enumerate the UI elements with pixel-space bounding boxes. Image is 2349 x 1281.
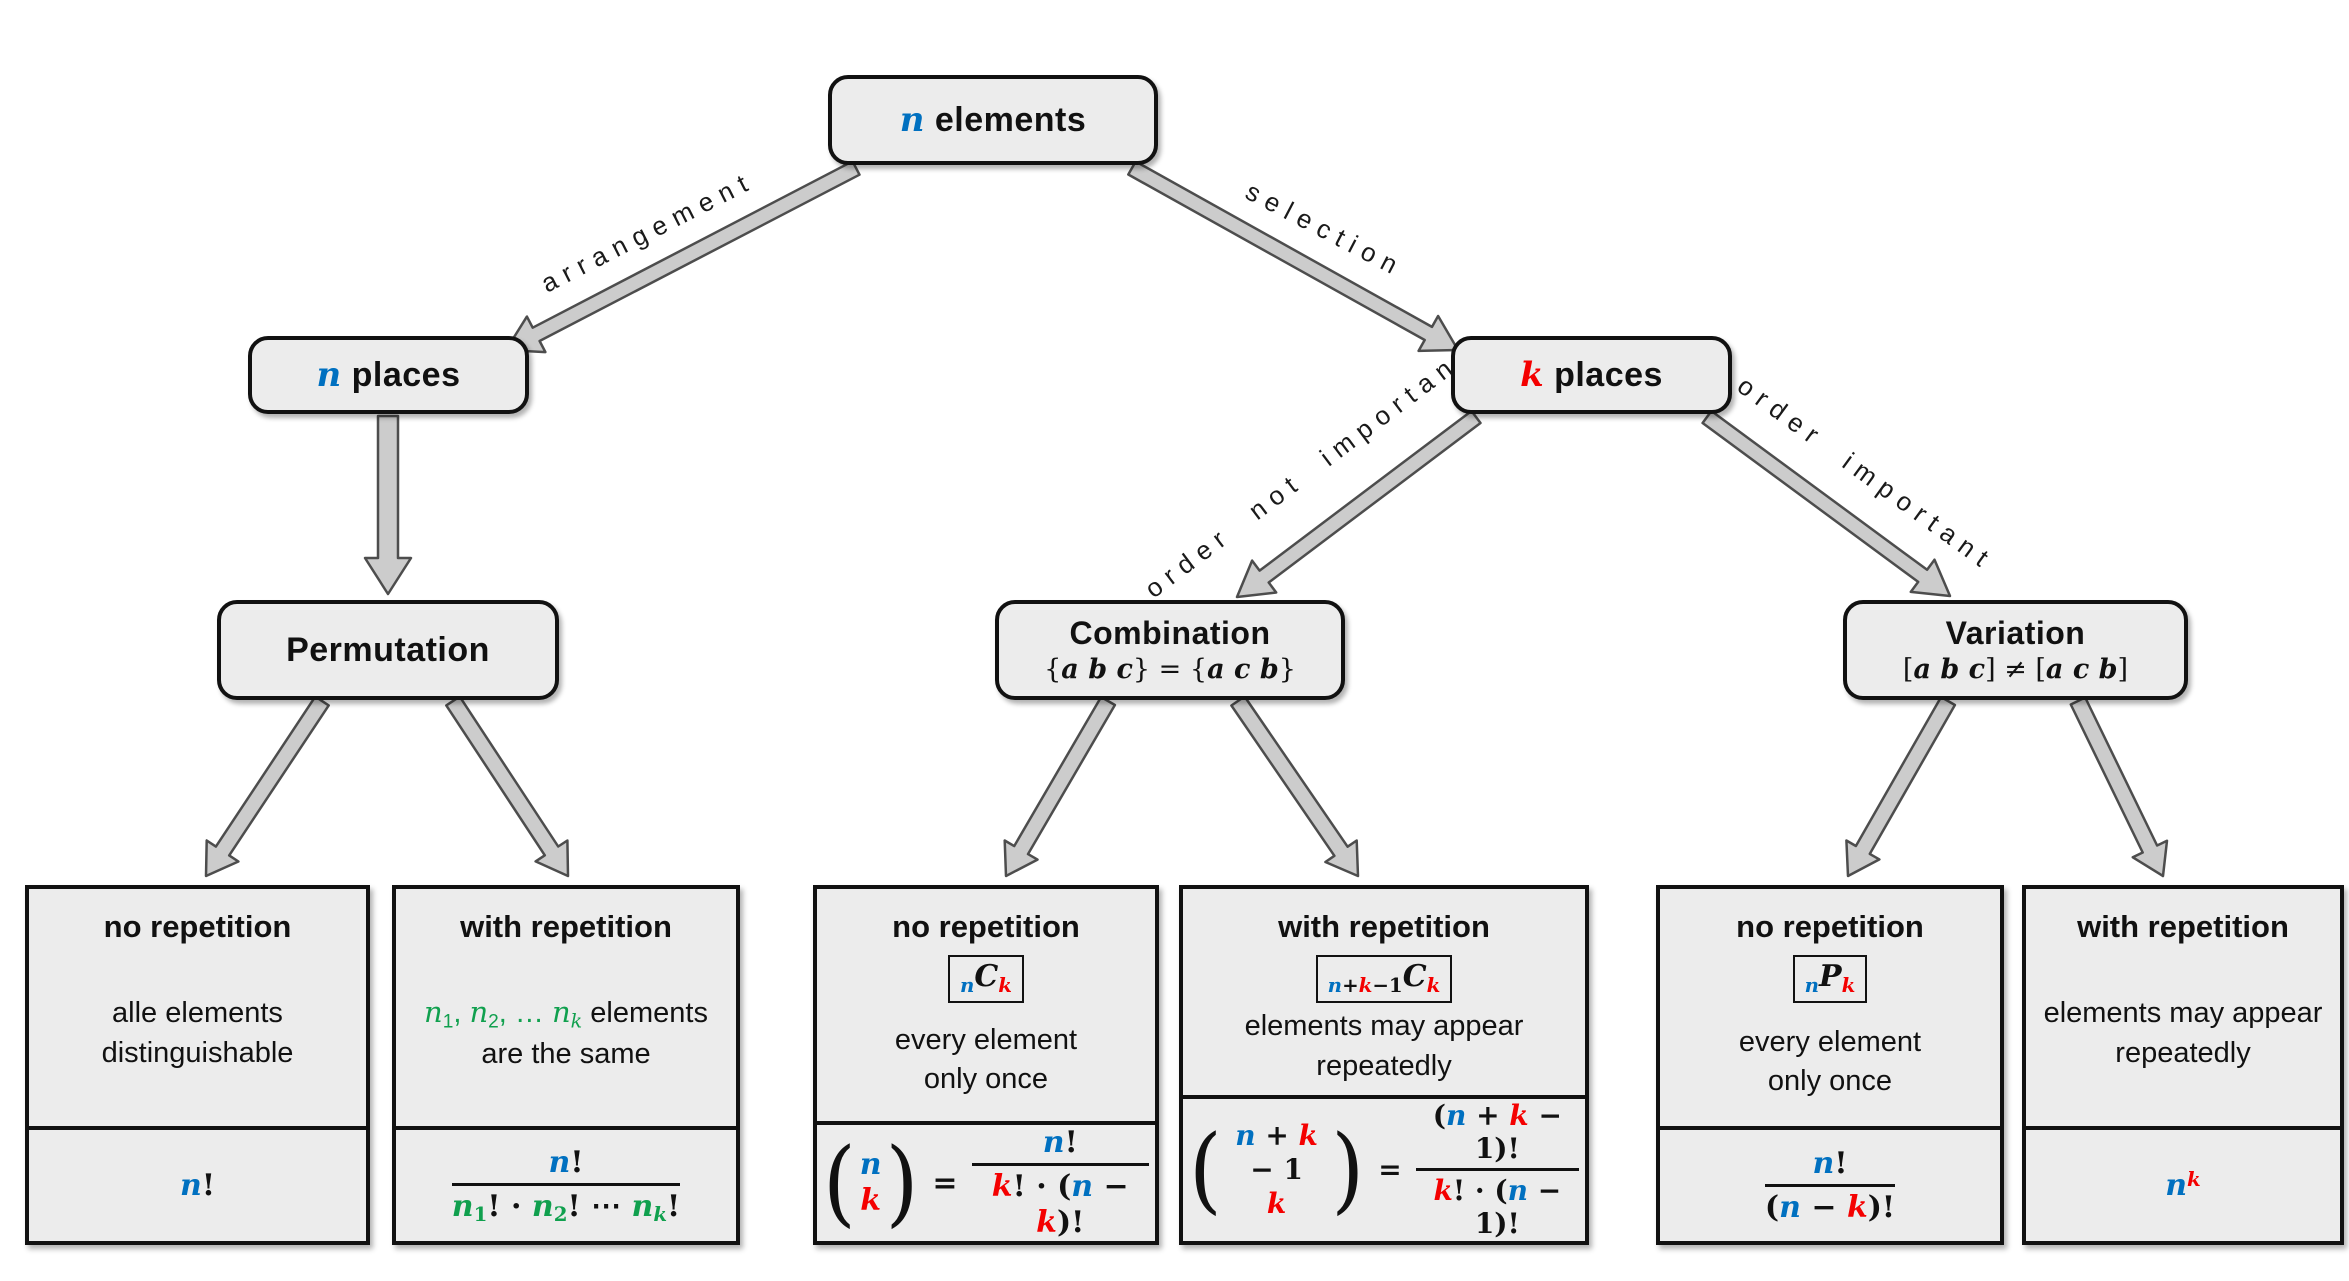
arrow-connector (1845, 695, 1957, 878)
node-permutation-title: Permutation (286, 630, 490, 669)
arrow-connector (1127, 160, 1460, 353)
arrow-connector (1701, 409, 1952, 598)
leaf-combination-with-repetition: with repetition n+k−1Ck elements may app… (1179, 885, 1589, 1245)
node-k-places: k places (1451, 336, 1732, 414)
node-variation-title: Variation (1945, 615, 2086, 651)
leaf-title: no repetition (892, 909, 1080, 944)
leaf-permutation-with-repetition: with repetition n1, n2, … nk elements ar… (392, 885, 740, 1245)
badge-n+k-1Ck: n+k−1Ck (1315, 955, 1453, 1003)
right-paren: ) (885, 1127, 919, 1238)
arrow-connector (363, 414, 413, 596)
leaf-description: elements may appear repeatedly (2043, 997, 2323, 1069)
left-paren: ( (1189, 1114, 1222, 1224)
node-k-places-label: k places (1520, 355, 1663, 395)
formula-combination: ( n k ) = n! k! · (n − k)! (817, 1121, 1155, 1241)
node-combination: Combination {a b c} = {a c b} (995, 600, 1345, 700)
leaf-combination-no-repetition: no repetition nCk every element only onc… (813, 885, 1159, 1245)
arrow-connector (2069, 696, 2169, 878)
leaf-title: with repetition (460, 909, 672, 944)
badge-nPk: nPk (1792, 955, 1868, 1003)
leaf-description: n1, n2, … nk elements are the same (424, 994, 708, 1071)
node-n-places: n places (248, 336, 529, 414)
arrow-connector (1230, 695, 1360, 878)
leaf-variation-with-repetition: with repetition elements may appear repe… (2022, 885, 2344, 1245)
arrow-connector (1235, 409, 1482, 599)
node-n-elements-label: n elements (899, 100, 1087, 140)
node-n-elements: n elements (828, 75, 1158, 165)
leaf-title: no repetition (103, 909, 292, 944)
formula-combination-repetition: ( n + k − 1 k ) = (n + k − 1)! k! · (n −… (1183, 1094, 1585, 1241)
arrow-connector (1003, 695, 1117, 878)
formula-variation: n! (n − k)! (1660, 1126, 2000, 1241)
formula-n-factorial: n! (29, 1126, 366, 1241)
leaf-title: with repetition (2077, 909, 2289, 944)
arrow-connector (445, 695, 570, 878)
arrow-connector (204, 695, 330, 878)
leaf-description: every element only once (894, 1023, 1078, 1095)
node-variation-subtitle: [a b c] ≠ [a c b] (1902, 654, 2129, 685)
node-n-places-label: n places (316, 355, 461, 395)
leaf-variation-no-repetition: no repetition nPk every element only onc… (1656, 885, 2004, 1245)
formula-n-power-k: nk (2026, 1126, 2340, 1241)
node-permutation: Permutation (217, 600, 559, 700)
arrow-connector (504, 160, 861, 354)
formula-permutation-repetition: n! n1! · n2! ⋯ nk! (396, 1126, 736, 1241)
leaf-description: elements may appear repeatedly (1244, 1010, 1524, 1082)
node-combination-title: Combination (1069, 615, 1271, 651)
node-combination-subtitle: {a b c} = {a c b} (1044, 654, 1296, 685)
node-variation: Variation [a b c] ≠ [a c b] (1843, 600, 2188, 700)
leaf-description: every element only once (1738, 1026, 1922, 1098)
left-paren: ( (823, 1127, 856, 1238)
leaf-description: alle elements distinguishable (101, 997, 294, 1069)
leaf-title: no repetition (1736, 909, 1924, 944)
badge-nCk: nCk (948, 955, 1024, 1003)
leaf-title: with repetition (1278, 909, 1490, 944)
leaf-permutation-no-repetition: no repetition alle elements distinguisha… (25, 885, 370, 1245)
right-paren: ) (1331, 1114, 1365, 1224)
